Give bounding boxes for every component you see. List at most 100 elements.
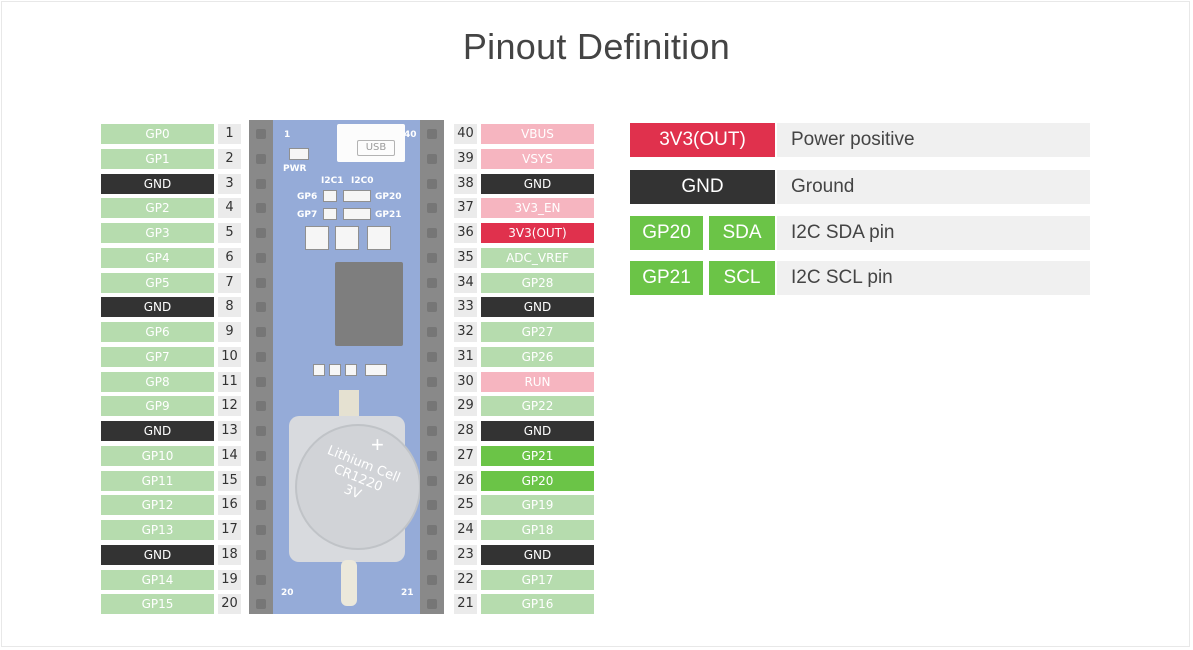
header-pin-hole (427, 228, 437, 238)
pin-number: 10 (218, 346, 241, 367)
pin-label: GND (101, 173, 214, 194)
smd-component (335, 226, 359, 250)
smd-component (323, 190, 337, 202)
pin-label: GP10 (101, 445, 214, 466)
gp7-label: GP7 (297, 210, 318, 220)
legend-sda-desc: I2C SDA pin (777, 216, 1090, 250)
pin-label: GND (481, 173, 594, 194)
battery-holder-tab (341, 560, 357, 606)
pin-number: 31 (454, 346, 477, 367)
pin-number: 32 (454, 322, 477, 342)
pin-number: 22 (454, 569, 477, 590)
pin-label: GND (101, 421, 214, 441)
pin-label: GP7 (101, 346, 214, 367)
smd-component (313, 364, 325, 376)
pin-number: 26 (454, 470, 477, 491)
pin-label: GP14 (101, 569, 214, 590)
header-pin-hole (256, 549, 266, 560)
header-pin-hole (427, 302, 437, 313)
i2c1-label: I2C1 (321, 176, 344, 186)
pin-label: GND (481, 421, 594, 441)
pin-number: 1 (218, 124, 241, 144)
smd-component (365, 364, 387, 376)
board-fade-overlay (249, 120, 444, 614)
pin-number: 20 (218, 594, 241, 615)
header-pin-hole (256, 376, 266, 387)
gp6-label: GP6 (297, 192, 318, 202)
coin-cell-battery: + Lithium Cell CR1220 3V (295, 424, 421, 550)
legend-ground-desc: Ground (777, 170, 1090, 204)
header-pin-hole (427, 351, 437, 362)
header-pin-hole (256, 327, 266, 337)
header-pin-hole (256, 599, 266, 610)
pin-number: 34 (454, 272, 477, 293)
pwr-led (289, 148, 309, 160)
rtc-chip (335, 262, 403, 346)
pin-label: RUN (481, 371, 594, 392)
pin-number: 36 (454, 223, 477, 243)
pin-label: GP18 (481, 520, 594, 540)
pin-label: VSYS (481, 148, 594, 169)
legend-scl-gp: GP21 (630, 261, 703, 295)
page-title: Pinout Definition (462, 26, 731, 67)
legend-scl-desc: I2C SCL pin (777, 261, 1090, 295)
pin21-marker: 21 (401, 588, 414, 598)
pin-number: 9 (218, 322, 241, 342)
pin-label: GND (481, 297, 594, 318)
pin-number: 17 (218, 520, 241, 540)
pin-number: 21 (454, 594, 477, 615)
pin-label: GP0 (101, 124, 214, 144)
pin-label: GP11 (101, 470, 214, 491)
pin-label: GND (481, 544, 594, 565)
pin-label: GP15 (101, 594, 214, 615)
pin-label: VBUS (481, 124, 594, 144)
smd-component (305, 226, 329, 250)
battery-plus-icon: + (371, 432, 384, 457)
header-pin-hole (256, 401, 266, 412)
header-pin-hole (256, 500, 266, 511)
pin-number: 19 (218, 569, 241, 590)
pin-number: 33 (454, 297, 477, 318)
pin-label: GP20 (481, 470, 594, 491)
pin-number: 5 (218, 223, 241, 243)
pin-number: 15 (218, 470, 241, 491)
header-pin-hole (427, 376, 437, 387)
pin-number: 30 (454, 371, 477, 392)
header-pin-hole (256, 252, 266, 263)
header-pin-hole (256, 351, 266, 362)
pin-number: 29 (454, 396, 477, 417)
pin-label: GP26 (481, 346, 594, 367)
header-pin-hole (427, 252, 437, 263)
header-pin-hole (256, 277, 266, 288)
pin-number: 39 (454, 148, 477, 169)
pin-number: 35 (454, 247, 477, 268)
pin-label: GP1 (101, 148, 214, 169)
smd-component (343, 190, 371, 202)
header-pin-hole (427, 129, 437, 139)
pin-number: 25 (454, 495, 477, 516)
header-pin-hole (427, 599, 437, 610)
pin-label: GP4 (101, 247, 214, 268)
header-pin-hole (427, 475, 437, 486)
pin-number: 18 (218, 544, 241, 565)
pin-label: GP16 (481, 594, 594, 615)
smd-component (367, 226, 391, 250)
i2c0-label: I2C0 (351, 176, 374, 186)
usb-label: USB (357, 140, 395, 156)
smd-component (343, 208, 371, 220)
pin1-marker: 1 (284, 130, 291, 140)
pin-label: GP17 (481, 569, 594, 590)
pin-number: 40 (454, 124, 477, 144)
pin-label: GP28 (481, 272, 594, 293)
pin-number: 27 (454, 445, 477, 466)
pin-number: 8 (218, 297, 241, 318)
pwr-label: PWR (283, 164, 307, 174)
pin-label: ADC_VREF (481, 247, 594, 268)
pin-label: GP8 (101, 371, 214, 392)
header-pin-hole (256, 129, 266, 139)
header-pin-hole (427, 277, 437, 288)
legend-power-tag: 3V3(OUT) (630, 123, 775, 157)
pin-label: GP13 (101, 520, 214, 540)
gp20-label: GP20 (375, 192, 402, 202)
